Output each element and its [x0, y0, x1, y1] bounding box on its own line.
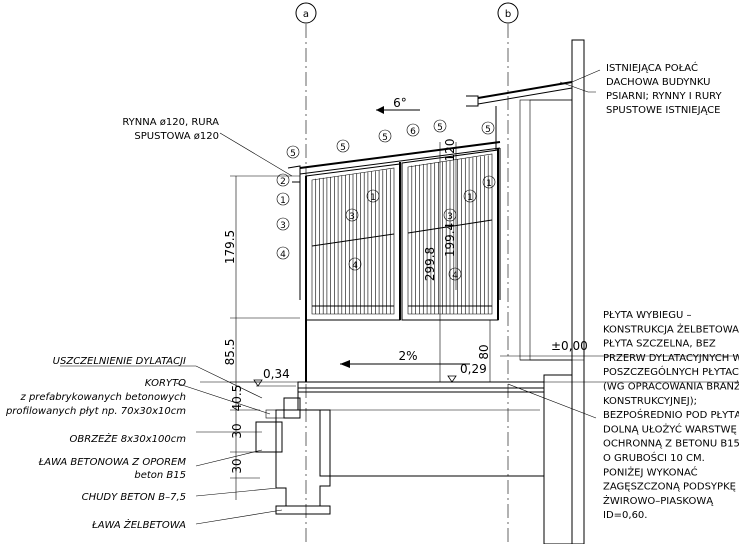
level-029: 0,29	[460, 362, 487, 376]
slab-line-6: (WG OPRACOWANIA BRANŻY	[603, 380, 739, 393]
foundation	[255, 397, 331, 515]
slab-line-14: ŻWIROWO–PIASKOWĄ	[603, 494, 714, 507]
run-slab	[297, 381, 545, 477]
callout-4b: 4	[352, 261, 358, 271]
level-mark-000: ±0,00	[551, 339, 588, 353]
trough-line-1: KORYTO	[145, 378, 186, 389]
dim-299-8: 299.8	[423, 247, 437, 281]
callout-5e: 5	[485, 125, 491, 135]
label-roof: ISTNIEJĄCA POŁAĆ DACHOWA BUDYNKU PSIARNI…	[606, 61, 722, 116]
gutter-line-2: SPUSTOWA ø120	[134, 131, 219, 142]
slab-line-9: DOLNĄ UŁOŻYĆ WARSTWĘ	[603, 422, 737, 435]
axis-b-bubble	[497, 2, 519, 24]
slab-line-2: KONSTRUKCJA ŻELBETOWA;	[603, 322, 739, 335]
dim-179-5: 179.5	[223, 230, 237, 264]
label-seal: USZCZELNIENIE DYLATACJI	[53, 356, 186, 367]
level-000: ±0,00	[551, 339, 588, 353]
slab-line-11: O GRUBOŚCI 10 CM.	[603, 451, 705, 464]
axis-a-bubble	[295, 2, 317, 24]
callout-3b: 3	[349, 212, 355, 222]
callout-3: 3	[280, 221, 286, 231]
dim-30b: 30	[230, 458, 244, 473]
slab-line-7: KONSTRUKCYJNEJ);	[603, 396, 697, 407]
dim-40-5: 40.5	[230, 385, 244, 412]
callout-5b: 5	[340, 143, 346, 153]
label-gutter: RYNNA ø120, RURA SPUSTOWA ø120	[122, 117, 219, 142]
level-034: 0,34	[263, 367, 290, 381]
callout-4c: 4	[452, 271, 458, 281]
dim-120: 120	[443, 139, 457, 162]
dim-85-5: 85.5	[223, 339, 237, 366]
axis-a-label: a	[303, 9, 309, 20]
slope-label: 2%	[398, 349, 417, 363]
trough-line-3: profilowanych płyt np. 70x30x10cm	[5, 406, 186, 417]
callout-5: 5	[290, 149, 296, 159]
callout-5c: 5	[382, 133, 388, 143]
callout-6: 6	[410, 127, 416, 137]
callout-4: 4	[280, 250, 286, 260]
grate-panel-right	[401, 149, 499, 321]
gutter-line-1: RYNNA ø120, RURA	[122, 117, 219, 128]
bench-line-1: ŁAWA BETONOWA Z OPOREM	[38, 457, 187, 468]
slab-line-12: PONIŻEJ WYKONAĆ	[603, 465, 698, 478]
slab-line-13: ZAGĘSZCZONĄ PODSYPKĘ	[603, 482, 736, 493]
grate-panel-left	[305, 163, 401, 321]
roof-slope-label: 6°	[393, 96, 407, 110]
existing-roof	[466, 69, 601, 150]
roof-line-4: SPUSTOWE ISTNIEJĄCE	[606, 105, 720, 116]
callout-2: 2	[280, 177, 286, 187]
callout-1c: 1	[467, 193, 473, 203]
callout-1: 1	[280, 196, 286, 206]
bench-line-2: beton B15	[134, 470, 186, 481]
slab-line-15: ID=0,60.	[603, 510, 647, 521]
slab-line-1: PŁYTA WYBIEGU –	[603, 310, 691, 321]
slab-line-10: OCHRONNĄ Z BETONU B15	[603, 439, 739, 450]
slab-line-8: BEZPOŚREDNIO POD PŁYTĄ	[603, 408, 739, 421]
label-curb: OBRZEŻE 8x30x100cm	[70, 432, 187, 445]
label-slab: PŁYTA WYBIEGU –KONSTRUKCJA ŻELBETOWA; PŁY…	[603, 310, 739, 521]
label-trough: KORYTO z prefabrykowanych betonowych pro…	[5, 378, 186, 417]
level-mark-029: 0,29	[447, 362, 500, 383]
label-bench: ŁAWA BETONOWA Z OPOREM beton B15	[38, 457, 187, 481]
label-lean-concrete: CHUDY BETON B–7,5	[82, 492, 186, 503]
slope-arrow: 2%	[340, 349, 470, 368]
slab-line-3: PŁYTA SZCZELNA, BEZ	[603, 339, 716, 350]
dim-30a: 30	[230, 423, 244, 438]
slab-line-5: POSZCZEGÓLNYCH PŁYTACH	[603, 365, 739, 378]
callout-3c: 3	[447, 212, 453, 222]
roof-slope-arrow: 6°	[376, 96, 420, 114]
callout-1d: 1	[486, 179, 492, 189]
callout-1b: 1	[370, 193, 376, 203]
callouts: 5 2 1 3 4 5 5 6 5 5 3 1 4 3 1 4 1	[276, 119, 496, 281]
roof-line-1: ISTNIEJĄCA POŁAĆ	[606, 61, 698, 74]
existing-building	[519, 39, 585, 544]
axis-b-label: b	[505, 9, 511, 20]
dim-80: 80	[477, 344, 491, 359]
shelter-roof	[287, 141, 501, 300]
slab-line-4: PRZERW DYLATACYJNYCH W	[603, 353, 739, 364]
leader-lines	[60, 81, 597, 525]
trough-line-2: z prefabrykowanych betonowych	[20, 392, 186, 403]
level-mark-034: 0,34	[253, 367, 296, 387]
callout-5d: 5	[437, 123, 443, 133]
label-footing: ŁAWA ŻELBETOWA	[91, 518, 186, 531]
dimension-chain-mid: 299.8 199.4 120 80	[423, 139, 491, 382]
dim-199-4: 199.4	[443, 223, 457, 257]
roof-line-2: DACHOWA BUDYNKU	[606, 77, 710, 88]
roof-line-3: PSIARNI; RYNNY I RURY	[606, 91, 722, 102]
dimension-chain-left: 179.5 85.5 40.5 30 30	[223, 175, 300, 500]
